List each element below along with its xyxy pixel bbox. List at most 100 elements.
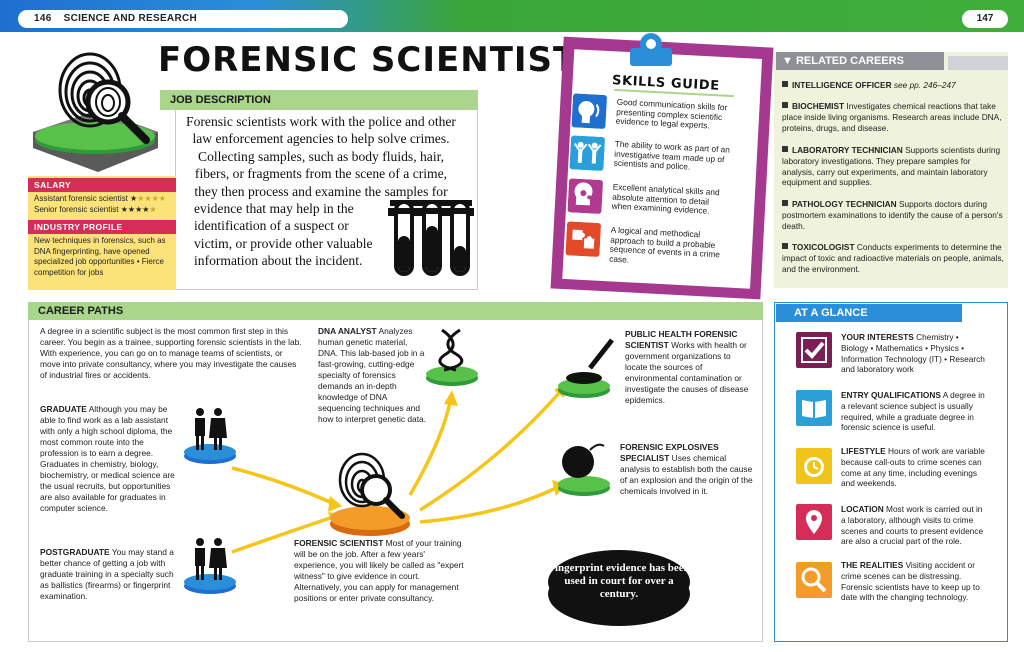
related-careers-heading: ▼ RELATED CAREERS (776, 52, 944, 70)
related-careers-panel (774, 52, 1008, 288)
at-a-glance-panel (774, 302, 1008, 642)
team-people-icon (569, 135, 605, 171)
bullet-square-icon (782, 81, 788, 87)
graduate-label: GRADUATE (40, 404, 87, 414)
at-a-glance-item: ENTRY QUALIFICATIONS A degree in a relev… (841, 390, 987, 433)
at-a-glance-item: THE REALITIES Visiting accident or crime… (841, 560, 987, 603)
glance-label: ENTRY QUALIFICATIONS (841, 390, 941, 400)
glance-text: Visiting accident or crime scenes can be… (841, 560, 980, 603)
career-path-diagram (184, 328, 614, 594)
postgraduate-pedestal (184, 538, 236, 594)
test-tubes-icon (388, 200, 474, 276)
fingerprint-magnifier-icon (33, 52, 158, 172)
speaking-head-icon (571, 93, 607, 129)
star-rating-off: ★★★★ (137, 194, 166, 203)
clipboard-clip-icon (630, 33, 672, 66)
public-health-desc: Works with health or government organiza… (625, 340, 749, 405)
alarm-clock-icon (796, 448, 832, 484)
forensic-pedestal (330, 452, 410, 536)
dna-analyst-text: DNA ANALYST Analyzes human genetic mater… (318, 326, 426, 425)
jd-line: fibers, or fragments from the scene of a… (194, 166, 448, 182)
explosives-specialist-desc: Uses chemical analysis to establish both… (620, 453, 753, 496)
glance-label: YOUR INTERESTS (841, 332, 914, 342)
star-rating-on: ★★★★ (120, 205, 150, 214)
postgraduate-label: POSTGRADUATE (40, 547, 110, 557)
triangle-down-icon: ▼ (782, 55, 796, 67)
public-health-label: PUBLIC HEALTH FORENSIC SCIENTIST (625, 329, 738, 350)
jd-line: law enforcement agencies to help solve c… (192, 131, 450, 147)
related-career-item: PATHOLOGY TECHNICIAN Supports doctors du… (782, 199, 1004, 231)
page-number-right: 147 (962, 10, 1008, 28)
jd-line: victim, or provide other valuable (194, 235, 373, 251)
fact-bubble: Fingerprint evidence has been used in co… (548, 550, 690, 614)
salary-assistant-label: Assistant forensic scientist (34, 194, 128, 203)
arrow-forensic-to-explosives (419, 486, 557, 524)
bullet-square-icon (782, 200, 788, 206)
career-name: INTELLIGENCE OFFICER (792, 80, 892, 90)
related-career-item: BIOCHEMIST Investigates chemical reactio… (782, 101, 1004, 133)
page-header-left: 146 SCIENCE AND RESEARCH (18, 10, 348, 28)
forensic-scientist-text: FORENSIC SCIENTIST Most of your training… (294, 538, 464, 604)
publichealth-pedestal (558, 338, 614, 398)
skill-row: Excellent analytical skills and absolute… (567, 178, 749, 227)
skill-text: Good communication skills for presenting… (615, 96, 728, 131)
skill-text: A logical and methodical approach to bui… (609, 224, 721, 265)
glance-text: Chemistry • Biology • Mathematics • Phys… (841, 332, 985, 375)
arrow-forensic-to-dna (408, 401, 452, 496)
graduate-pedestal (184, 408, 236, 464)
related-career-item: LABORATORY TECHNICIAN Supports scientist… (782, 145, 1004, 188)
salary-heading: SALARY (28, 178, 176, 192)
graduate-desc: Although you may be able to find work as… (40, 404, 175, 513)
career-text: Supports scientists during laboratory in… (782, 145, 1001, 188)
public-health-text: PUBLIC HEALTH FORENSIC SCIENTIST Works w… (625, 329, 751, 406)
at-a-glance-item: LOCATION Most work is carried out in a l… (841, 504, 987, 547)
bullet-square-icon (782, 102, 788, 108)
skill-text: The ability to work as part of an invest… (613, 138, 731, 172)
glance-text: Most work is carried out in a laboratory… (841, 504, 984, 547)
career-paths-intro: A degree in a scientific subject is the … (40, 326, 302, 380)
jd-line: they then process and examine the sample… (194, 183, 448, 199)
career-name: BIOCHEMIST (792, 101, 845, 111)
jd-line: Collecting samples, such as body fluids,… (198, 148, 444, 164)
career-text: Supports doctors during postmortem exami… (782, 199, 1003, 231)
postgraduate-desc: You may stand a better chance of getting… (40, 547, 174, 601)
postgraduate-text: POSTGRADUATE You may stand a better chan… (40, 547, 182, 602)
dna-analyst-label: DNA ANALYST (318, 326, 377, 336)
arrow-postgraduate-to-forensic (231, 516, 331, 554)
salary-senior-label: Senior forensic scientist (34, 205, 119, 214)
arrow-graduate-to-forensic (231, 466, 331, 504)
career-name: PATHOLOGY TECHNICIAN (792, 199, 897, 209)
jd-line: identification of a suspect or (194, 218, 349, 234)
career-text: Investigates chemical reactions that tak… (782, 101, 1002, 133)
forensic-scientist-desc: Most of your training will be on the job… (294, 538, 464, 603)
dna-analyst-desc: Analyzes human genetic material, DNA. Th… (318, 326, 427, 424)
at-a-glance-item: YOUR INTERESTS Chemistry • Biology • Mat… (841, 332, 987, 375)
graduate-text: GRADUATE Although you may be able to fin… (40, 404, 182, 514)
jd-line: evidence that may help in the (194, 201, 354, 217)
brain-gears-icon (567, 178, 603, 214)
skill-row: Good communication skills for presenting… (571, 93, 753, 142)
page-number-left: 146 (34, 13, 52, 24)
industry-text: New techniques in forensics, such as DNA… (34, 236, 166, 277)
career-paths-heading: CAREER PATHS (28, 302, 763, 320)
related-career-item: INTELLIGENCE OFFICER see pp. 246–247 (782, 80, 1004, 91)
magnifier-icon (796, 562, 832, 598)
salary-senior: Senior forensic scientist ★★★★★ (34, 205, 174, 216)
checkmark-icon (796, 332, 832, 368)
glance-text: Hours of work are variable because call-… (841, 446, 985, 489)
related-careers-tab (948, 56, 1008, 70)
glance-label: LIFESTYLE (841, 446, 886, 456)
glance-text: A degree in a relevant science subject i… (841, 390, 985, 433)
page-title: FORENSIC SCIENTIST (158, 40, 578, 80)
salary-industry-panel: SALARY Assistant forensic scientist ★★★★… (28, 176, 176, 290)
at-a-glance-heading: AT A GLANCE (776, 304, 962, 322)
related-careers-heading-text: RELATED CAREERS (795, 55, 904, 67)
explosives-pedestal (558, 443, 610, 496)
at-a-glance-item: LIFESTYLE Hours of work are variable bec… (841, 446, 987, 489)
glance-label: THE REALITIES (841, 560, 904, 570)
location-pin-icon (796, 504, 832, 540)
section-title: SCIENCE AND RESEARCH (63, 13, 198, 24)
skill-text: Excellent analytical skills and absolute… (611, 181, 720, 216)
jd-line: Forensic scientists work with the police… (186, 114, 456, 129)
career-text: see pp. 246–247 (893, 80, 956, 90)
